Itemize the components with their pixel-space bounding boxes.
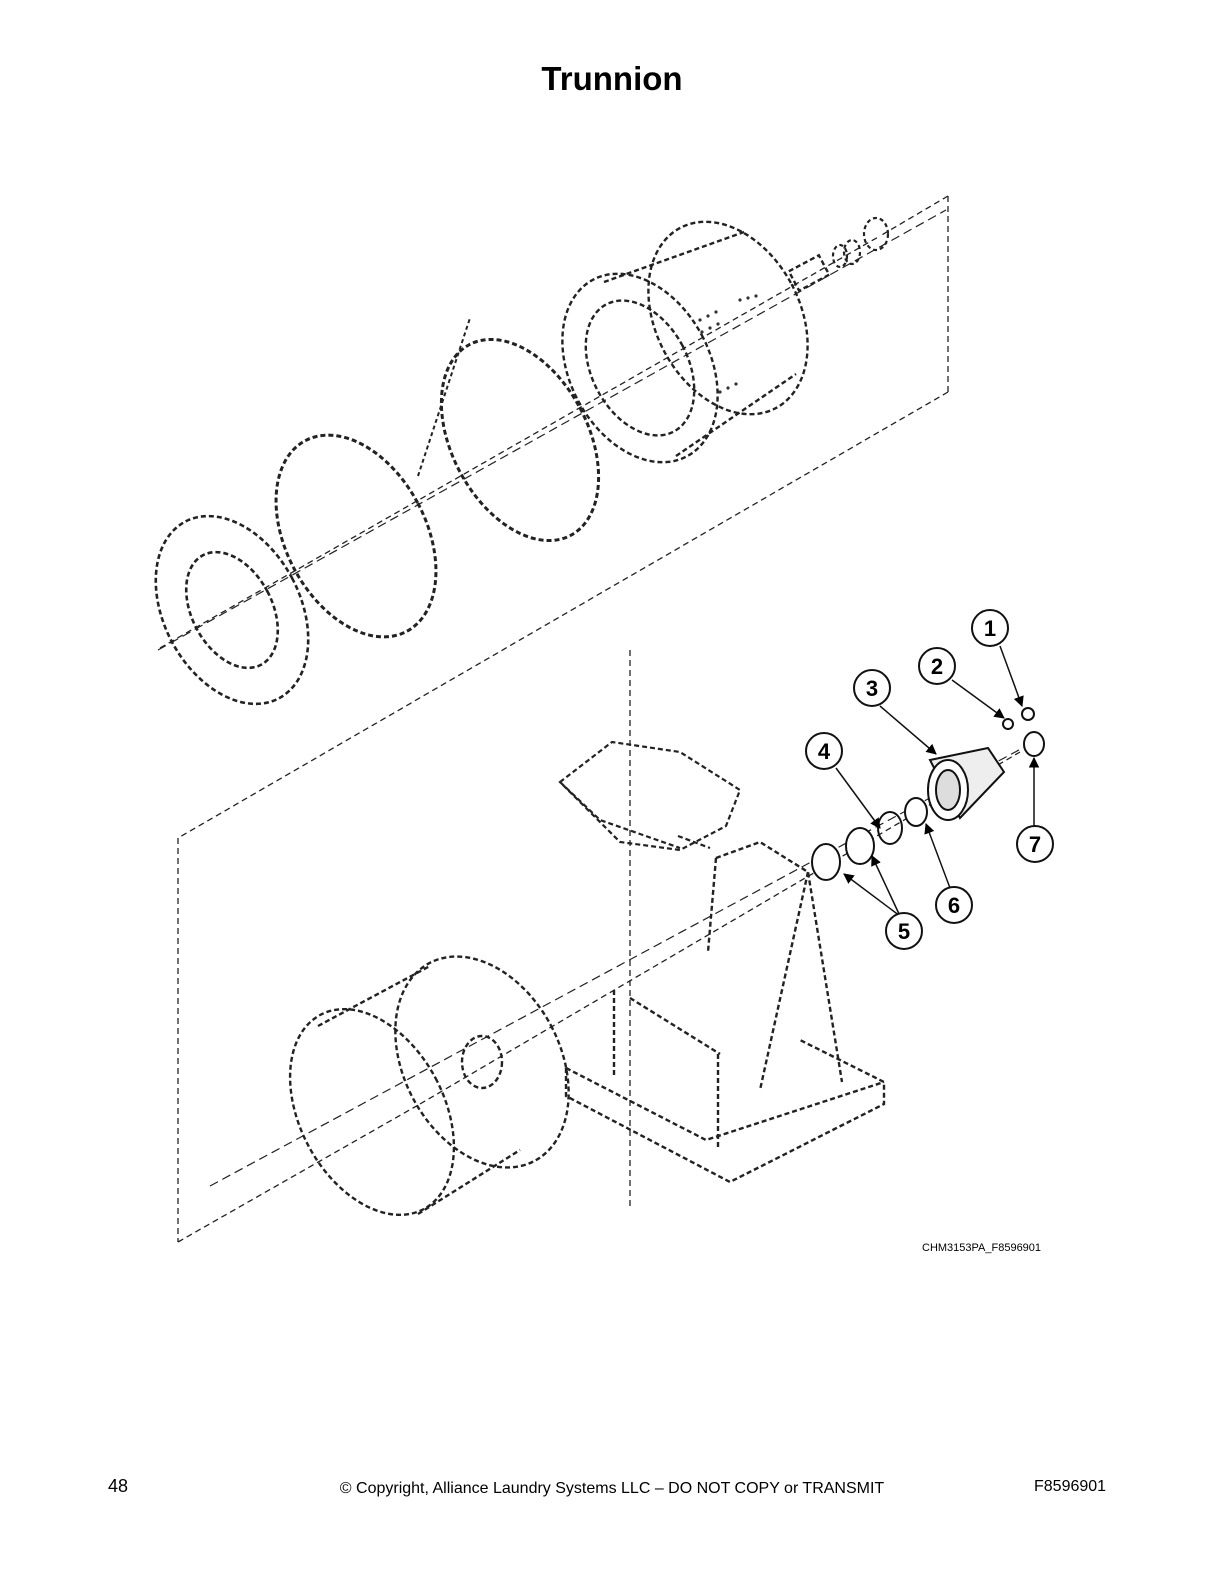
callout-6: 6	[935, 886, 973, 924]
callout-3: 3	[853, 669, 891, 707]
upper-assembly-boundary	[159, 195, 949, 839]
leader-6	[924, 823, 951, 889]
drum-perforations	[698, 294, 758, 394]
flange-plate	[154, 514, 310, 706]
shaft-nut-parts	[831, 216, 890, 269]
callout-2-label: 2	[931, 654, 943, 679]
callout-6-label: 6	[948, 893, 960, 918]
leader-2	[951, 679, 1005, 719]
callout-4-label: 4	[818, 739, 831, 764]
ring-bolt	[417, 317, 471, 477]
bearing-hub	[927, 746, 1006, 821]
callout-3-label: 3	[866, 676, 878, 701]
drive-wheel	[288, 955, 570, 1217]
page-number: 48	[108, 1476, 129, 1496]
page-title: Trunnion	[541, 60, 683, 97]
upper-center-axis	[157, 209, 947, 651]
drum-rings	[274, 337, 601, 639]
figure-reference: CHM3153PA_F8596901	[922, 1242, 1042, 1254]
callout-5-label: 5	[898, 919, 910, 944]
callout-7-label: 7	[1029, 832, 1041, 857]
leader-5a	[843, 873, 901, 917]
trunnion-bracket	[558, 740, 742, 852]
document-id: F8596901	[1034, 1478, 1107, 1495]
callout-1: 1	[971, 609, 1009, 647]
callout-4: 4	[805, 732, 843, 770]
trunnion-frame	[564, 840, 886, 1184]
callout-2: 2	[918, 647, 956, 685]
copyright-notice: © Copyright, Alliance Laundry Systems LL…	[339, 1480, 885, 1497]
callout-5: 5	[885, 912, 923, 950]
lower-center-axis	[209, 743, 1031, 1187]
leader-1	[999, 645, 1024, 707]
callout-7: 7	[1016, 825, 1054, 863]
drum-cylinder	[561, 220, 831, 464]
leader-3	[879, 705, 937, 755]
callout-1-label: 1	[984, 616, 996, 641]
leader-4	[835, 767, 881, 829]
leader-5b	[871, 855, 901, 917]
lower-assembly-boundary	[177, 751, 1021, 1243]
